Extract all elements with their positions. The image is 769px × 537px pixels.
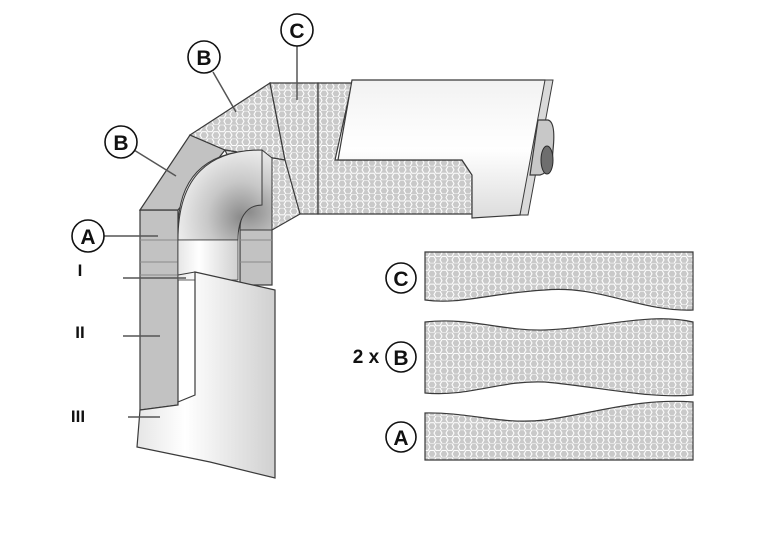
label-a: A: [80, 226, 95, 249]
label-circle-b-upper: [187, 40, 221, 74]
layer-iii-callout: III: [71, 407, 160, 426]
piece-b-shape: [424, 318, 694, 397]
layer-label-iii: III: [71, 407, 85, 426]
label-b-lower: B: [113, 132, 128, 155]
piece-a-label: A: [393, 427, 408, 450]
piece-b-count: 2 x: [353, 347, 380, 368]
layer-label-ii: II: [75, 323, 84, 342]
piece-a: A: [385, 400, 694, 461]
piece-c-label-circle: [385, 262, 417, 294]
label-b-upper: B: [196, 47, 211, 70]
piece-b-label-circle: [385, 341, 417, 373]
piece-b: 2 x B: [353, 318, 694, 397]
label-circle-b-lower: [104, 125, 138, 159]
piece-a-label-circle: [385, 421, 417, 453]
piece-b-label: B: [393, 347, 408, 370]
pipe-assembly: [136, 79, 555, 479]
label-circle-a: [71, 219, 105, 253]
callout-a: A: [71, 219, 158, 253]
callout-c-top: C: [280, 13, 314, 100]
pipe-opening: [540, 145, 554, 175]
layer-ii-callout: II: [75, 323, 160, 342]
piece-c-label: C: [393, 268, 408, 291]
label-circle-c: [280, 13, 314, 47]
piece-c-shape: [424, 251, 694, 311]
pipe-elbow-body: [177, 149, 263, 241]
vertical-cladding: [136, 271, 276, 479]
label-c: C: [289, 20, 304, 43]
piece-c: C: [385, 251, 694, 311]
layer-label-i: I: [78, 261, 83, 280]
elbow-segment-c: [269, 82, 319, 215]
vertical-pipe-inside: [177, 239, 239, 281]
callout-b-lower: B: [104, 125, 177, 177]
piece-a-shape: [424, 400, 694, 461]
layer-i-callout: I: [78, 261, 186, 280]
callout-b-upper: B: [187, 40, 237, 113]
